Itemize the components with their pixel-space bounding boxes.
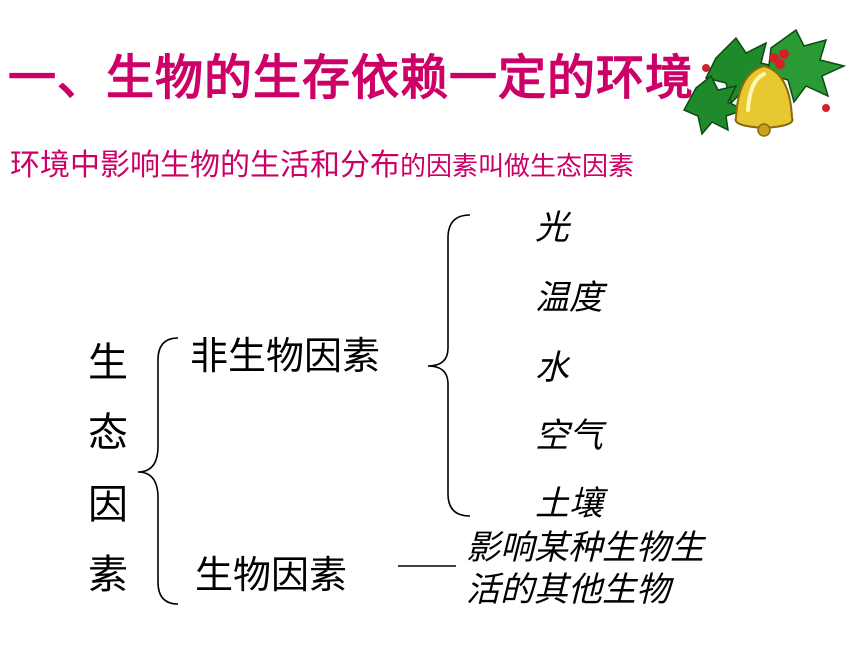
page-title: 一、生物的生存依赖一定的环境: [8, 50, 695, 106]
subtitle-part1: 环境中影响生物的生活和分布: [10, 148, 400, 183]
category-biotic: 生物因素: [195, 553, 348, 597]
christmas-bell-holly-icon: [682, 28, 847, 137]
biotic-description-line2: 活的其他生物: [466, 570, 670, 610]
abiotic-item-temperature: 温度: [535, 278, 603, 318]
subtitle-part2: 的因素叫做生态因素: [400, 152, 635, 182]
abiotic-item-air: 空气: [535, 416, 603, 456]
bell: [734, 64, 794, 137]
abiotic-brace: [427, 214, 471, 517]
root-char-3: 因: [88, 482, 128, 528]
abiotic-item-light: 光: [535, 208, 569, 248]
root-brace: [137, 337, 179, 605]
root-char-4: 素: [88, 552, 128, 598]
holly-berries: [702, 49, 830, 112]
root-char-2: 态: [88, 410, 128, 456]
category-abiotic: 非生物因素: [190, 334, 381, 378]
abiotic-item-water: 水: [535, 348, 569, 388]
biotic-description-line1: 影响某种生物生: [466, 528, 704, 568]
abiotic-item-soil: 土壤: [535, 484, 603, 524]
root-char-1: 生: [88, 340, 128, 386]
subtitle: 环境中影响生物的生活和分布的因素叫做生态因素: [10, 140, 634, 184]
